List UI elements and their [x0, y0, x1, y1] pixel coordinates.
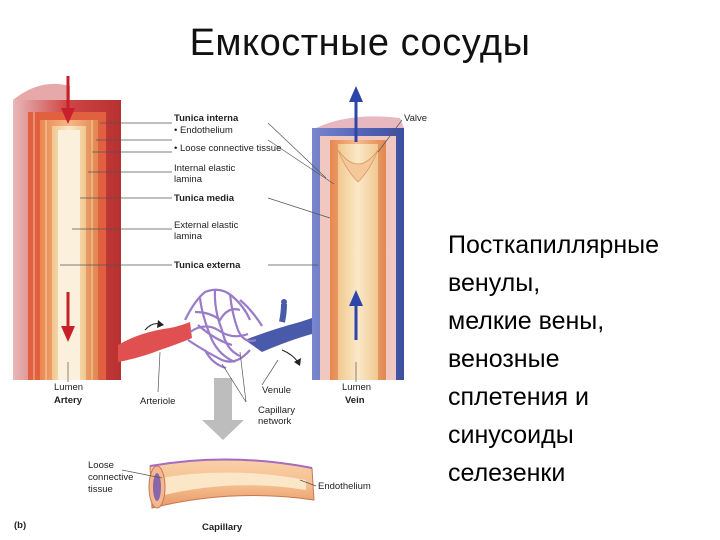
label-venule: Venule: [262, 385, 291, 396]
label-valve: Valve: [404, 113, 427, 124]
label-tunica-media: Tunica media: [174, 193, 235, 204]
label-lumen-artery: Lumen: [54, 382, 83, 393]
caption-text: Посткапиллярные венулы, мелкие вены, венозн…: [448, 226, 716, 492]
caption-line: мелкие вены,: [448, 307, 605, 335]
label-endothelium-bullet: • Endothelium: [174, 125, 233, 136]
capillary-illustration: [148, 458, 315, 509]
vein-illustration: [312, 86, 404, 380]
valve-shape: [337, 149, 379, 183]
label-internal-elastic-2: lamina: [174, 174, 203, 185]
label-capillary-network: Capillary: [258, 405, 295, 416]
caption-line: Посткапиллярные: [448, 231, 660, 259]
caption-line: венозные: [448, 345, 560, 373]
label-capillary: Capillary: [202, 522, 243, 533]
label-artery: Artery: [54, 395, 83, 406]
label-panel-b: (b): [14, 520, 26, 531]
label-vein: Vein: [345, 395, 365, 406]
label-tunica-externa: Tunica externa: [174, 260, 241, 271]
label-loose-ct-2: connective: [88, 472, 133, 483]
label-lumen-vein: Lumen: [342, 382, 371, 393]
label-internal-elastic: Internal elastic: [174, 163, 236, 174]
zoom-arrow: [202, 378, 244, 440]
label-tunica-interna: Tunica interna: [174, 113, 239, 124]
label-capillary-network-2: network: [258, 416, 292, 427]
label-loose-ct-3: tissue: [88, 484, 113, 495]
capillary-network-illustration: [118, 288, 312, 370]
label-loose-ct: Loose: [88, 460, 114, 471]
artery-illustration: [13, 76, 121, 380]
label-endothelium: Endothelium: [318, 481, 371, 492]
label-arteriole: Arteriole: [140, 396, 175, 407]
label-external-elastic-2: lamina: [174, 231, 203, 242]
caption-line: синусоиды: [448, 421, 574, 449]
caption-line: сплетения и: [448, 383, 589, 411]
slide-title: Емкостные сосуды: [189, 22, 531, 64]
leader-lines: [60, 119, 403, 487]
caption-line: венулы,: [448, 269, 541, 297]
label-external-elastic: External elastic: [174, 220, 239, 231]
label-loose-ct-bullet: • Loose connective tissue: [174, 143, 281, 154]
caption-line: селезенки: [448, 459, 566, 487]
